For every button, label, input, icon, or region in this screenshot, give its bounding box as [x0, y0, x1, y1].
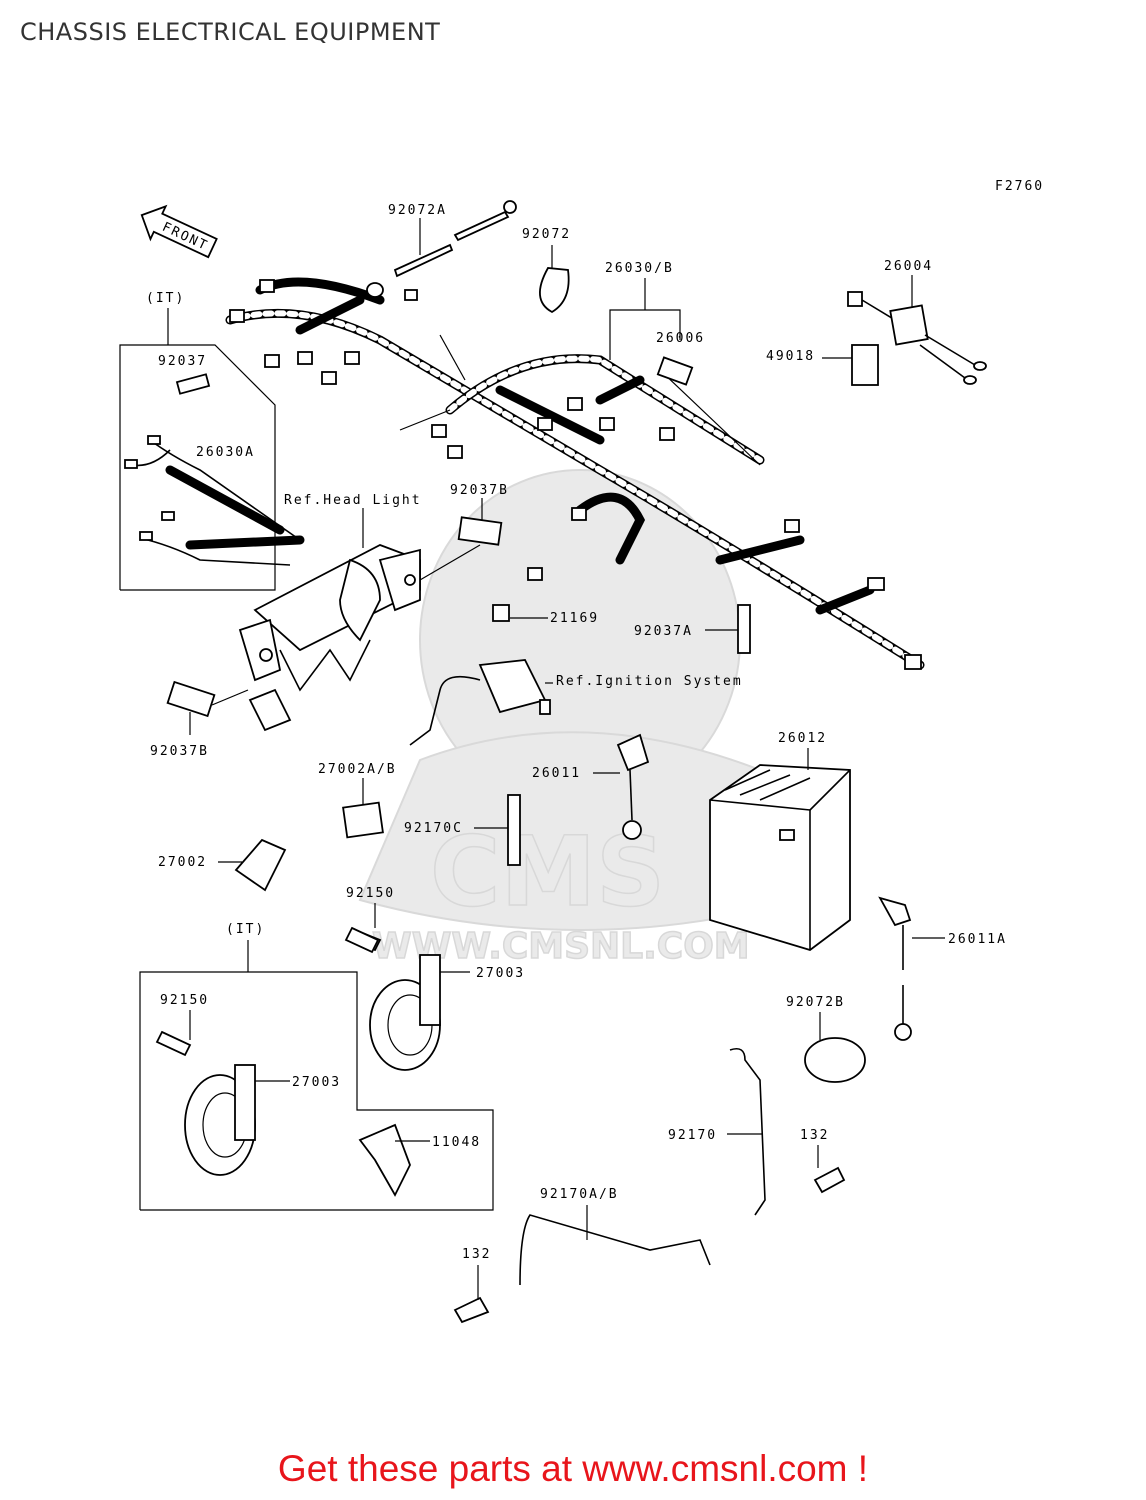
label-26011: 26011 — [532, 766, 581, 781]
label-27002: 27002 — [158, 855, 207, 870]
label-92072a: 92072A — [388, 203, 447, 218]
label-92072: 92072 — [522, 227, 571, 242]
label-21169: 21169 — [550, 611, 599, 626]
cable-26011 — [616, 733, 650, 840]
label-ref-ignition-system: Ref.Ignition System — [556, 674, 743, 689]
label-26030b: 26030/B — [605, 261, 674, 276]
label-26006: 26006 — [656, 331, 705, 346]
leader-lines — [189, 218, 945, 1300]
label-27003-lower: 27003 — [292, 1075, 341, 1090]
label-92150-lower: 92150 — [160, 993, 209, 1008]
clamp-92072b — [804, 1037, 866, 1083]
bolt-132-b — [453, 1296, 490, 1324]
label-92170: 92170 — [668, 1128, 717, 1143]
strap-92170c — [507, 794, 521, 866]
label-132-right: 132 — [800, 1128, 829, 1143]
label-92170c: 92170C — [404, 821, 463, 836]
front-arrow-icon: FRONT — [140, 204, 218, 259]
label-27003-upper: 27003 — [476, 966, 525, 981]
label-26030a: 26030A — [196, 445, 255, 460]
cable-tie-92072a — [393, 200, 517, 278]
relay-27002 — [234, 838, 287, 892]
label-11048: 11048 — [432, 1135, 481, 1150]
clamp-21169 — [492, 604, 510, 622]
label-26004: 26004 — [884, 259, 933, 274]
headlight-bracket — [238, 544, 421, 732]
label-92150-upper: 92150 — [346, 886, 395, 901]
pad-92037a — [737, 604, 751, 654]
kit-group-horn — [139, 940, 494, 1211]
kit-group-head-light — [119, 308, 305, 591]
relay-27002ab — [342, 801, 384, 839]
label-92037a: 92037A — [634, 624, 693, 639]
cable-26011a — [878, 896, 912, 1041]
label-ref-head-light: Ref.Head Light — [284, 493, 422, 508]
label-49018: 49018 — [766, 349, 815, 364]
figure-code: F2760 — [995, 179, 1044, 194]
resistor-26006 — [656, 356, 694, 386]
part-labels: 92072A 92072 26030/B 26004 26006 49018 (… — [146, 203, 1007, 1262]
page-title: CHASSIS ELECTRICAL EQUIPMENT — [20, 18, 441, 46]
label-it-top: (IT) — [146, 291, 185, 306]
label-92170ab: 92170A/B — [540, 1187, 619, 1202]
battery-26012 — [709, 764, 851, 951]
relay-49018 — [851, 344, 879, 386]
label-26011a: 26011A — [948, 932, 1007, 947]
label-it-bottom: (IT) — [226, 922, 265, 937]
band-92072 — [539, 267, 570, 314]
bracket-92170ab — [519, 1214, 711, 1286]
relay-26004 — [847, 291, 987, 385]
label-92037b-bottom: 92037B — [150, 744, 209, 759]
footer-promo-link[interactable]: Get these parts at www.cmsnl.com ! — [277, 1448, 869, 1489]
pad-92037b-top — [457, 516, 503, 546]
bracket-92170 — [729, 1047, 766, 1216]
label-132-left: 132 — [462, 1247, 491, 1262]
bolt-92150-a — [344, 926, 380, 954]
pad-92037b-bottom — [166, 680, 216, 718]
label-26012: 26012 — [778, 731, 827, 746]
ignition-coil — [409, 659, 551, 746]
label-27002ab: 27002A/B — [318, 762, 397, 777]
main-wire-harness — [225, 277, 925, 670]
label-92037b-top: 92037B — [450, 483, 509, 498]
label-92037: 92037 — [158, 354, 207, 369]
bolt-132-a — [813, 1166, 846, 1194]
horn-upper — [348, 928, 441, 1071]
label-92072b: 92072B — [786, 995, 845, 1010]
